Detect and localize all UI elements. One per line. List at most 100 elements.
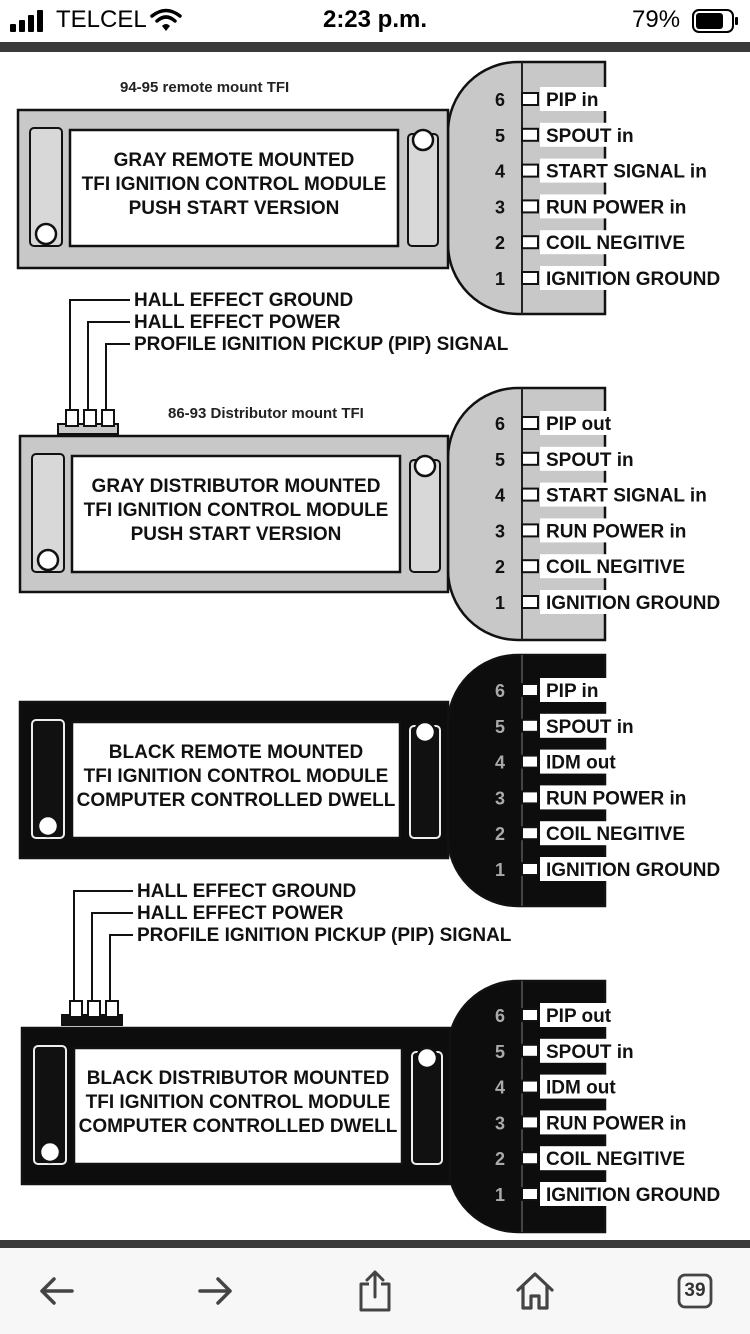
hall-ground-label: HALL EFFECT GROUND <box>134 290 353 311</box>
module-title-line: TFI IGNITION CONTROL MODULE <box>86 1092 391 1113</box>
pin-label: SPOUT in <box>546 1042 634 1063</box>
pin-number: 4 <box>495 1078 505 1098</box>
label-remote-94-95: 94-95 remote mount TFI <box>120 79 289 96</box>
module-title-line: COMPUTER CONTROLLED DWELL <box>79 1116 398 1137</box>
pin-label: RUN POWER in <box>546 788 686 809</box>
module-label-plate <box>70 454 402 574</box>
pin-label: IDM out <box>546 1078 616 1099</box>
module-title-line: TFI IGNITION CONTROL MODULE <box>84 766 389 787</box>
wifi-icon <box>150 8 182 31</box>
pin-label: START SIGNAL in <box>546 486 707 507</box>
module-title-line: PUSH START VERSION <box>131 524 342 545</box>
pin-number: 6 <box>495 414 505 434</box>
home-button[interactable] <box>505 1264 565 1318</box>
pin-label: COIL NEGITIVE <box>546 824 685 845</box>
module-2: GRAY DISTRIBUTOR MOUNTED TFI IGNITION CON… <box>18 386 720 642</box>
module-3: BLACK REMOTE MOUNTED TFI IGNITION CONTROL… <box>18 653 720 908</box>
pin-label: PIP out <box>546 414 612 435</box>
browser-toolbar: 39 <box>0 1248 750 1334</box>
module-title-line: COMPUTER CONTROLLED DWELL <box>77 790 396 811</box>
pin-label: START SIGNAL in <box>546 162 707 183</box>
toolbar-divider-bottom <box>0 1240 750 1248</box>
pin-label: IDM out <box>546 753 616 774</box>
carrier-name: TELCEL <box>56 6 147 33</box>
share-button[interactable] <box>345 1264 405 1318</box>
pin-label: IGNITION GROUND <box>546 1185 720 1206</box>
pin-number: 4 <box>495 486 505 506</box>
pin-label: RUN POWER in <box>546 1113 686 1134</box>
pin-number: 2 <box>495 1149 505 1169</box>
pin-label: IGNITION GROUND <box>546 269 720 290</box>
pin-number: 3 <box>495 197 505 217</box>
share-icon <box>359 1270 391 1312</box>
pin-number: 3 <box>495 788 505 808</box>
pin-number: 5 <box>495 450 505 470</box>
pin-label: SPOUT in <box>546 717 634 738</box>
pin-label: PIP in <box>546 90 598 111</box>
pin-number: 1 <box>495 593 505 613</box>
pin-label: IGNITION GROUND <box>546 593 720 614</box>
tabs-icon <box>677 1273 713 1309</box>
pin-number: 4 <box>495 162 505 182</box>
pin-label: SPOUT in <box>546 126 634 147</box>
pin-number: 6 <box>495 681 505 701</box>
pin-label: RUN POWER in <box>546 521 686 542</box>
status-bar: TELCEL 2:23 p.m. 79% <box>0 0 750 42</box>
pin-label: PIP out <box>546 1006 612 1027</box>
module-label-plate <box>72 1046 404 1166</box>
module-label-plate <box>68 128 400 248</box>
module-title-line: TFI IGNITION CONTROL MODULE <box>82 174 387 195</box>
pin-label: PIP in <box>546 681 598 702</box>
module-title-line: TFI IGNITION CONTROL MODULE <box>84 500 389 521</box>
pin-label: COIL NEGITIVE <box>546 233 685 254</box>
clock: 2:23 p.m. <box>322 6 428 33</box>
hall-power-label: HALL EFFECT POWER <box>137 903 344 924</box>
pin-number: 5 <box>495 126 505 146</box>
pin-number: 5 <box>495 1042 505 1062</box>
pin-number: 6 <box>495 1006 505 1026</box>
pip-signal-label: PROFILE IGNITION PICKUP (PIP) SIGNAL <box>134 334 509 355</box>
battery-icon <box>692 9 738 33</box>
pin-label: COIL NEGITIVE <box>546 1149 685 1170</box>
toolbar-divider <box>0 42 750 52</box>
pin-number: 1 <box>495 269 505 289</box>
module-title-line: GRAY REMOTE MOUNTED <box>114 150 355 171</box>
hall-wire-labels-1: HALL EFFECT GROUND HALL EFFECT POWER PRO… <box>69 290 509 417</box>
battery-percent: 79% <box>632 6 681 33</box>
pin-label: SPOUT in <box>546 450 634 471</box>
pin-number: 2 <box>495 233 505 253</box>
pin-number: 1 <box>495 1185 505 1205</box>
hall-wire-labels-2: HALL EFFECT GROUND HALL EFFECT POWER PRO… <box>73 881 512 1007</box>
pip-signal-label: PROFILE IGNITION PICKUP (PIP) SIGNAL <box>137 925 512 946</box>
pin-number: 4 <box>495 753 505 773</box>
pin-number: 3 <box>495 521 505 541</box>
label-distributor-86-93: 86-93 Distributor mount TFI <box>168 405 364 422</box>
pin-number: 5 <box>495 717 505 737</box>
home-icon <box>516 1272 554 1310</box>
pin-number: 6 <box>495 90 505 110</box>
diagram-image[interactable]: 94-95 remote mount TFI 86-93 Distributor… <box>0 52 750 1240</box>
tabs-button[interactable]: 39 <box>665 1264 725 1318</box>
signal-icon <box>10 10 43 32</box>
module-title-line: GRAY DISTRIBUTOR MOUNTED <box>92 476 381 497</box>
pin-number: 3 <box>495 1113 505 1133</box>
pin-number: 2 <box>495 824 505 844</box>
pin-number: 1 <box>495 860 505 880</box>
module-title-line: PUSH START VERSION <box>129 198 340 219</box>
module-label-plate <box>70 720 402 840</box>
pin-label: IGNITION GROUND <box>546 860 720 881</box>
module-title-line: BLACK REMOTE MOUNTED <box>109 742 363 763</box>
back-button[interactable] <box>26 1264 86 1318</box>
hall-ground-label: HALL EFFECT GROUND <box>137 881 356 902</box>
pin-number: 2 <box>495 557 505 577</box>
forward-arrow-icon <box>198 1277 232 1305</box>
pin-label: RUN POWER in <box>546 197 686 218</box>
forward-button[interactable] <box>186 1264 246 1318</box>
pin-label: COIL NEGITIVE <box>546 557 685 578</box>
back-arrow-icon <box>40 1277 74 1305</box>
module-4: BLACK DISTRIBUTOR MOUNTED TFI IGNITION CO… <box>20 979 720 1234</box>
hall-power-label: HALL EFFECT POWER <box>134 312 341 333</box>
module-1: GRAY REMOTE MOUNTED TFI IGNITION CONTROL … <box>16 60 720 316</box>
module-title-line: BLACK DISTRIBUTOR MOUNTED <box>87 1068 390 1089</box>
tab-count: 39 <box>684 1280 706 1301</box>
